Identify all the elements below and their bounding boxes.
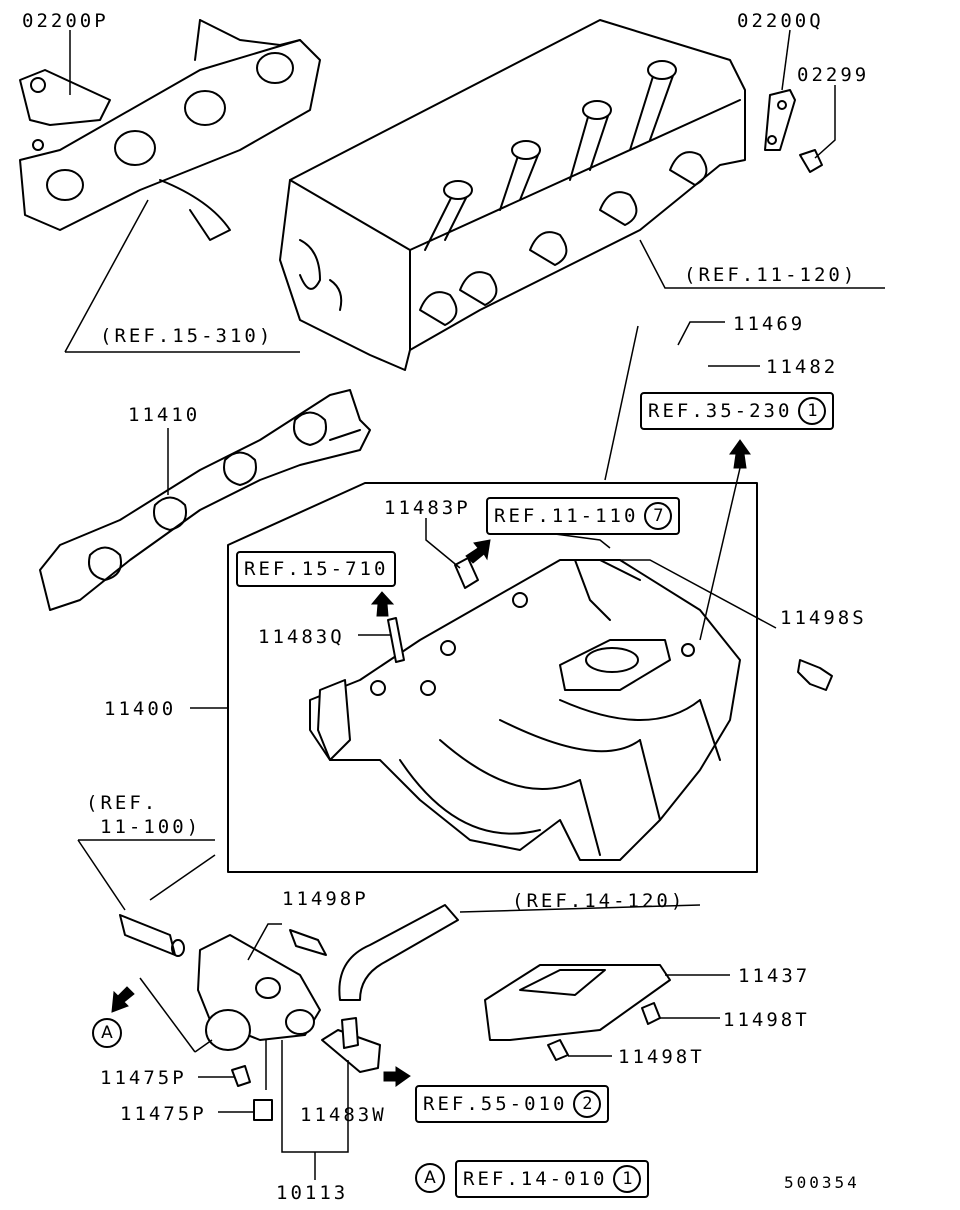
ref-box-14-010-text: REF.14-010 [463,1168,608,1190]
ref-box-35-230-number: 1 [798,397,827,425]
arrow-to-a-icon [111,986,135,1013]
ref-box-55-010-text: REF.55-010 [423,1093,568,1115]
thermostat-housing-drawing [119,914,327,1051]
label-ref-11-100-line1: (REF. [86,792,159,814]
label-11498s: 11498S [780,607,867,629]
ref-box-35-230: REF.35-230 1 [640,392,835,430]
manifold-detail-frame [227,482,758,873]
label-ref-11-120: (REF.11-120) [684,264,858,286]
ref-box-11-110-text: REF.11-110 [494,505,639,527]
cylinder-head-drawing [279,19,746,371]
label-11498p: 11498P [282,888,369,910]
bracket-02200q-drawing [764,89,823,173]
ref-box-55-010-number: 2 [573,1090,602,1118]
intake-gasket-11410-drawing [39,389,371,611]
ref-box-15-710-text: REF.15-710 [244,558,389,580]
intake-manifold-11400-drawing [309,559,741,861]
hose-11483q-drawing [387,617,405,663]
clip-11475p-b-drawing [253,1099,273,1121]
leader-lines [64,29,885,1180]
label-ref-15-310: (REF.15-310) [100,325,274,347]
label-11410: 11410 [128,404,201,426]
ref-box-11-110: REF.11-110 7 [486,497,681,535]
label-02299: 02299 [797,64,870,86]
bracket-11437-drawing [484,964,671,1061]
clip-11475p-a-drawing [231,1065,251,1087]
label-11498t-upper: 11498T [723,1009,810,1031]
arrow-to-ref35-230-icon [729,439,751,469]
label-ref-11-100-line2: 11-100) [100,816,202,838]
label-11483p: 11483P [384,497,471,519]
label-11437: 11437 [738,965,811,987]
ref-box-14-010: REF.14-010 1 [455,1160,650,1198]
hose-14-120-drawing [338,904,459,1001]
label-11498t-lower: 11498T [618,1046,705,1068]
label-11483q: 11483Q [258,626,345,648]
hose-11483p-drawing [454,557,479,589]
marker-a-left: A [92,1018,122,1048]
arrow-to-ref55-010-icon [383,1066,411,1087]
exhaust-gasket-drawing [19,19,321,241]
ref-box-11-110-number: 7 [644,502,673,530]
ref-box-14-010-number: 1 [613,1165,642,1193]
label-11475p-lower: 11475P [120,1103,207,1125]
diagram-number: 500354 [784,1173,860,1192]
label-02200p: 02200P [22,10,109,32]
label-11475p-upper: 11475P [100,1067,187,1089]
label-11483w: 11483W [300,1104,387,1126]
label-11469: 11469 [733,313,806,335]
label-11482: 11482 [766,356,839,378]
arrow-to-ref11-110-icon [465,539,491,564]
marker-a-bottom: A [415,1163,445,1193]
arrow-to-ref15-710-icon [370,591,395,617]
label-02200q: 02200Q [737,10,824,32]
label-ref-14-120: (REF.14-120) [512,890,686,912]
bolt-11498s-drawing [797,659,833,691]
direction-arrows [111,439,751,1087]
pipe-11483w-drawing [321,1029,381,1073]
label-11400: 11400 [104,698,177,720]
ref-box-35-230-text: REF.35-230 [648,400,793,422]
ref-box-15-710: REF.15-710 [236,551,397,587]
ref-box-55-010: REF.55-010 2 [415,1085,610,1123]
label-10113: 10113 [276,1182,349,1204]
